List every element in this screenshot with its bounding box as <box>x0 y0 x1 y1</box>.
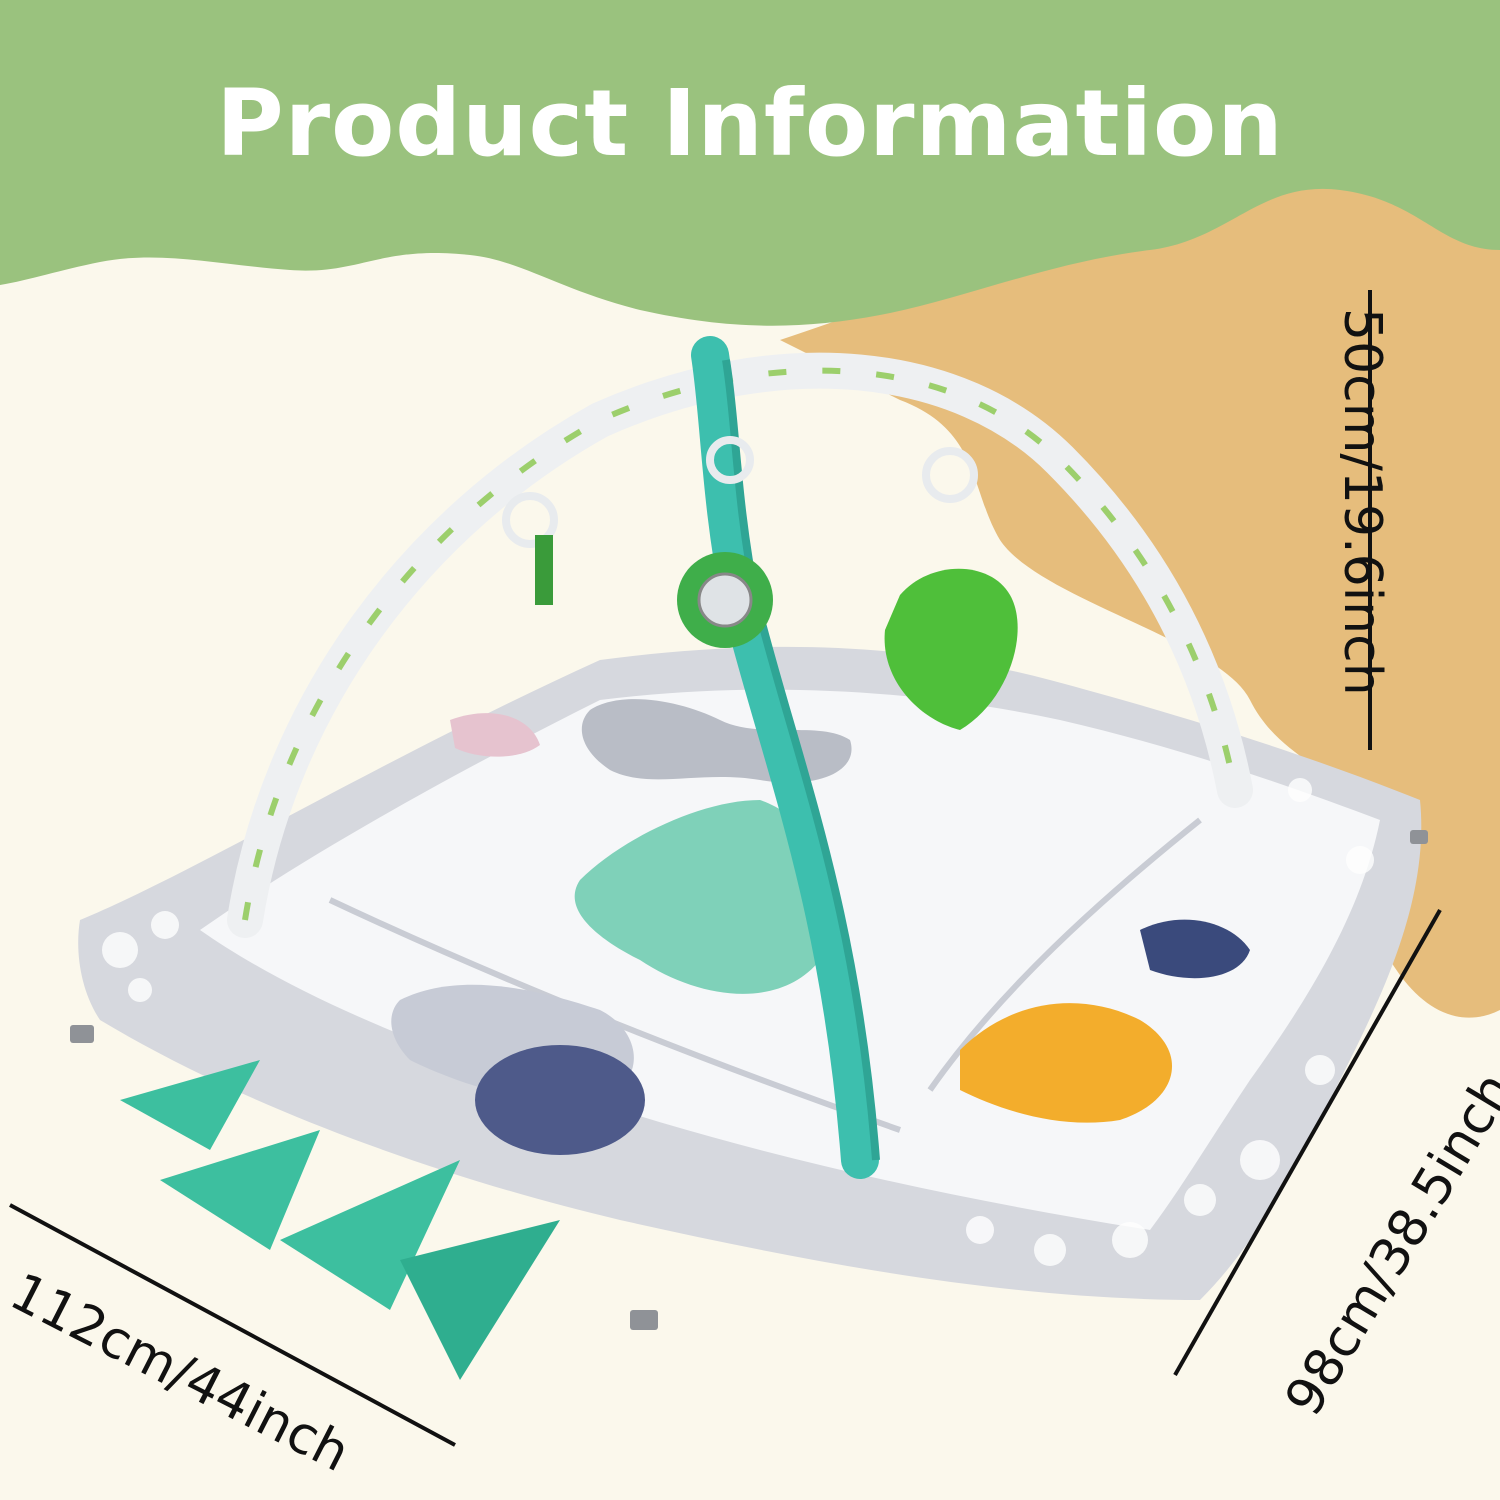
mat-tabs <box>70 830 1428 1330</box>
arch-back-print <box>242 367 1238 921</box>
pink-dinosaur-print <box>450 713 540 757</box>
height-dimension-label: 50cm/19.6inch <box>1332 308 1392 696</box>
orange-dinosaur-print <box>960 1003 1173 1123</box>
mirror-toy-glass <box>697 572 753 628</box>
crinkle-tag-toy <box>535 535 553 605</box>
header-green-blob <box>0 0 1500 326</box>
page-title: Product Information <box>216 70 1284 177</box>
mat-prints <box>391 713 1250 1155</box>
leaf-toy <box>884 568 1018 730</box>
navy-dinosaur-print <box>1140 919 1250 979</box>
depth-dimension-line <box>1173 909 1442 1376</box>
width-dimension-line <box>9 1203 456 1447</box>
blue-dinosaur-print <box>475 1045 645 1155</box>
mat-dots <box>102 778 1374 1266</box>
mat-spikes <box>120 1060 560 1380</box>
hanging-rings <box>502 436 978 548</box>
mat-seam-2 <box>927 817 1202 1092</box>
teal-dinosaur-print <box>574 800 837 994</box>
